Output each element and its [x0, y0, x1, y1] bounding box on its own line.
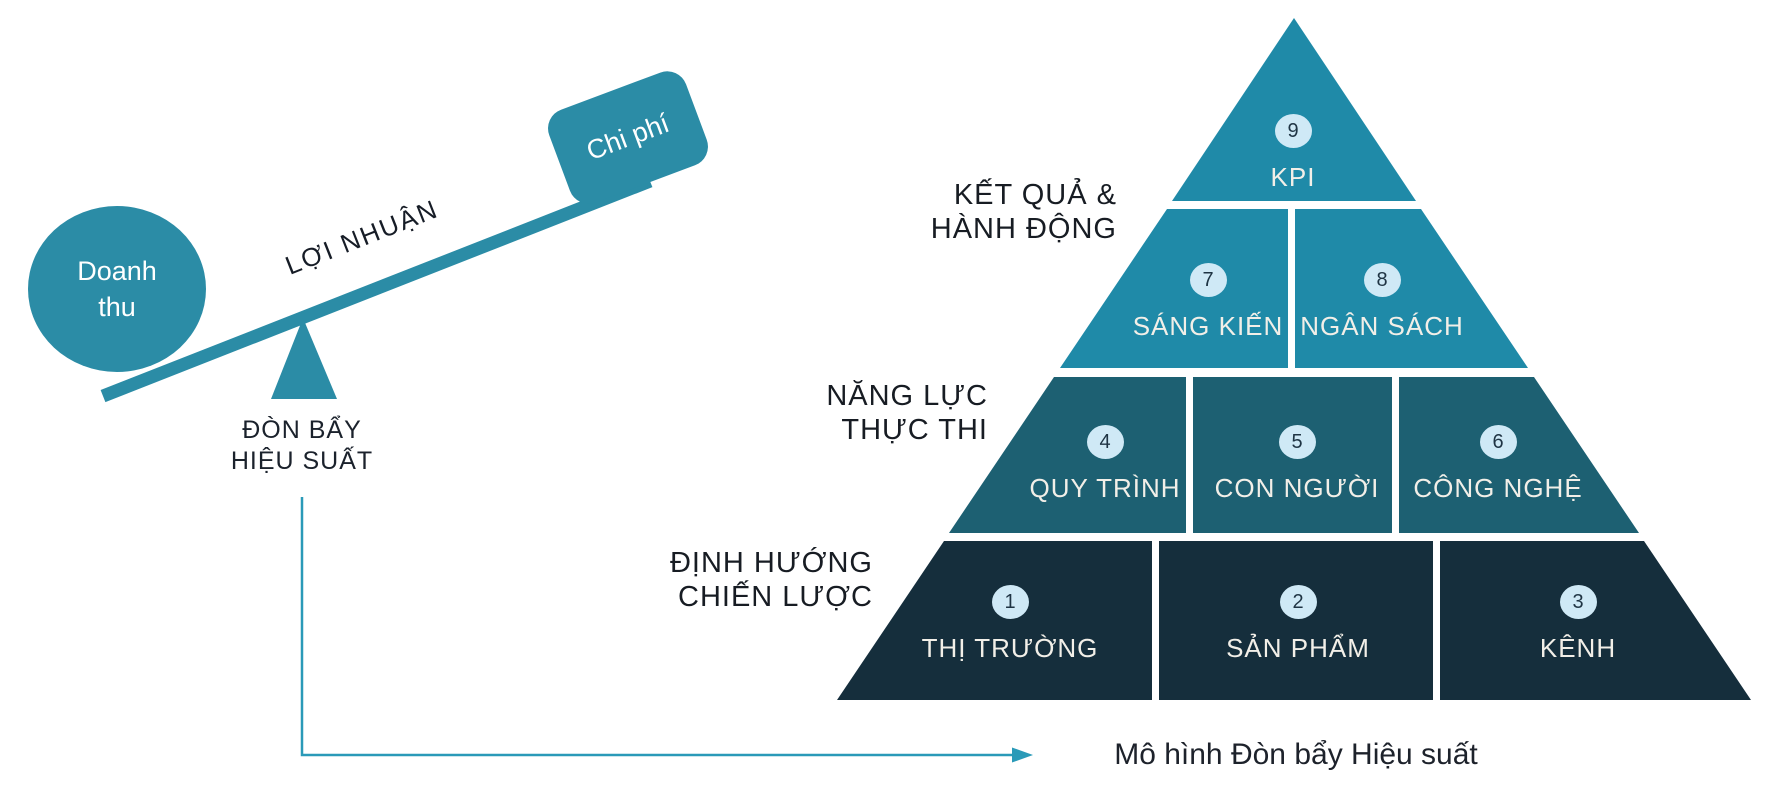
- lever-bar-shape: [100, 175, 653, 403]
- revenue-ball-label: Doanh thu: [77, 256, 157, 322]
- pyramid-cell-cong-nghe-shape: [1399, 377, 1639, 533]
- pyramid-cell-kpi: 9 KPI: [1183, 114, 1403, 192]
- pyramid-cell-sang-kien: 7 SÁNG KIẾN: [1098, 263, 1318, 341]
- connector-arrowhead-icon: [1012, 747, 1033, 763]
- cell-label: KÊNH: [1539, 633, 1617, 663]
- side-label-strategic-direction: ĐỊNH HƯỚNG CHIẾN LƯỢC: [669, 547, 873, 613]
- number-badge: 1: [991, 585, 1029, 619]
- pyramid-cell-san-pham-shape: [1159, 541, 1433, 700]
- cell-label: QUY TRÌNH: [1029, 473, 1181, 503]
- revenue-ball-shape: [28, 206, 206, 372]
- number-badge: 4: [1086, 425, 1124, 459]
- connector-arrow-line: [300, 497, 1012, 757]
- pyramid-cell-cong-nghe: 6 CÔNG NGHỆ: [1388, 425, 1608, 503]
- number-badge: 7: [1189, 263, 1227, 297]
- cell-label: CON NGƯỜI: [1214, 473, 1380, 503]
- number-badge: 2: [1279, 585, 1317, 619]
- pyramid-cell-kpi-shape: [1172, 18, 1416, 201]
- pyramid-cell-kenh-shape: [1440, 541, 1751, 700]
- cell-label: NGÂN SÁCH: [1300, 311, 1464, 341]
- diagram-caption: Mô hình Đòn bẩy Hiệu suất: [1114, 738, 1478, 771]
- pyramid-cell-sang-kien-shape: [1060, 209, 1288, 368]
- pyramid-cell-thi-truong: 1 THỊ TRƯỜNG: [900, 585, 1120, 663]
- cell-label: SÁNG KIẾN: [1132, 311, 1284, 341]
- number-badge: 8: [1363, 263, 1401, 297]
- number-badge: 9: [1274, 114, 1312, 148]
- side-label-execution-capability: NĂNG LỰC THỰC THI: [826, 380, 988, 446]
- number-badge: 3: [1559, 585, 1597, 619]
- pyramid-cell-quy-trinh-shape: [949, 377, 1186, 533]
- pyramid-cell-ngan-sach: 8 NGÂN SÁCH: [1272, 263, 1492, 341]
- pyramid-cell-thi-truong-shape: [837, 541, 1152, 700]
- cell-label: SẢN PHẨM: [1226, 633, 1370, 663]
- cell-label: KPI: [1270, 162, 1316, 192]
- cost-box-label: Chi phí: [582, 107, 674, 167]
- fulcrum-triangle-shape: [271, 318, 337, 399]
- pyramid-cell-con-nguoi: 5 CON NGƯỜI: [1187, 425, 1407, 503]
- number-badge: 6: [1479, 425, 1517, 459]
- side-label-results-actions: KẾT QUẢ & HÀNH ĐỘNG: [930, 179, 1117, 245]
- fulcrum-label: ĐÒN BẨY HIỆU SUẤT: [230, 416, 374, 475]
- pyramid-cell-quy-trinh: 4 QUY TRÌNH: [995, 425, 1215, 503]
- cell-label: THỊ TRƯỜNG: [921, 633, 1099, 663]
- pyramid-cell-ngan-sach-shape: [1295, 209, 1528, 368]
- pyramid-cell-kenh: 3 KÊNH: [1468, 585, 1688, 663]
- pyramid-cell-san-pham: 2 SẢN PHẨM: [1188, 585, 1408, 663]
- number-badge: 5: [1278, 425, 1316, 459]
- cell-label: CÔNG NGHỆ: [1413, 473, 1583, 503]
